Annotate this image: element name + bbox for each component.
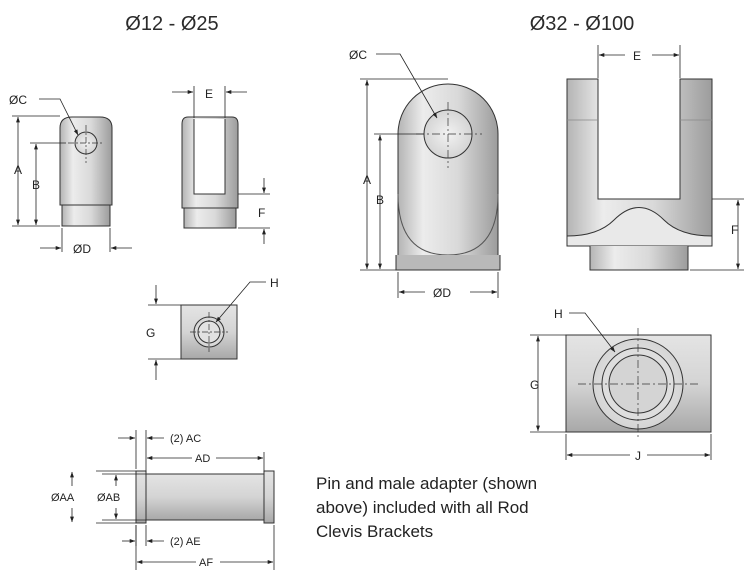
pin-af-label: AF (199, 557, 213, 569)
small-a-label: A (14, 163, 22, 177)
large-b-label: B (376, 193, 384, 207)
pin-ab-label: ØAB (97, 492, 120, 504)
note-line: above) included with all Rod (316, 498, 529, 517)
small-front-centerlines (68, 125, 104, 163)
small-d-label: ØD (73, 242, 91, 256)
small-end-centerlines (190, 312, 228, 352)
small-g-label: G (146, 326, 155, 340)
large-end-dims (530, 312, 712, 460)
pin-ae-label: (2) AE (170, 536, 201, 548)
large-e-label: E (633, 49, 641, 63)
small-front-dims (12, 98, 132, 252)
pin-view (135, 470, 275, 524)
small-b-label: B (32, 178, 40, 192)
small-series-title: Ø12 - Ø25 (125, 13, 218, 35)
large-front-centerlines (416, 102, 482, 168)
small-h-label: H (270, 276, 279, 290)
note-line: Clevis Brackets (316, 522, 434, 541)
large-j-label: J (635, 449, 641, 463)
large-series-title: Ø32 - Ø100 (530, 13, 635, 35)
large-g-label: G (530, 378, 539, 392)
large-front-view (395, 83, 501, 271)
pin-dims (70, 430, 275, 570)
pin-aa-label: ØAA (51, 492, 75, 504)
large-h-label: H (554, 307, 563, 321)
included-parts-note: Pin and male adapter (shown above) inclu… (316, 472, 616, 544)
pin-ad-label: AD (195, 453, 210, 465)
pin-ac-label: (2) AC (170, 433, 201, 445)
small-side-dims (172, 86, 270, 244)
small-e-label: E (205, 87, 213, 101)
large-end-centerlines (578, 328, 700, 440)
large-d-label: ØD (433, 286, 451, 300)
large-end-view (565, 334, 712, 433)
large-side-view (566, 78, 713, 271)
note-line: Pin and male adapter (shown (316, 474, 538, 493)
small-c-label: ØC (9, 93, 27, 107)
large-a-label: A (363, 173, 371, 187)
small-side-view (181, 116, 239, 229)
small-end-dims (148, 281, 266, 380)
large-f-label: F (731, 223, 738, 237)
large-front-dims (360, 53, 499, 298)
small-f-label: F (258, 206, 265, 220)
large-c-label: ØC (349, 48, 367, 62)
large-side-dims (597, 45, 744, 271)
